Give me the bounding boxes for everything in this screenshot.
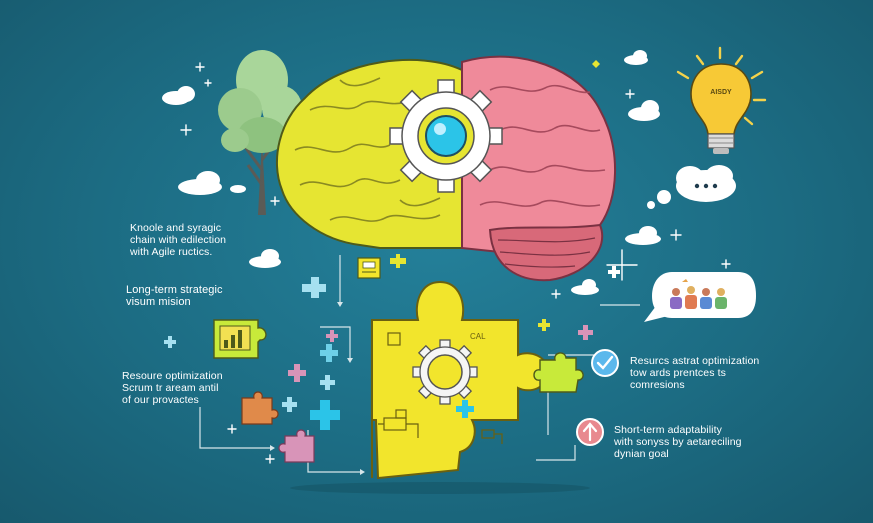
- puzzle-piece-main: [371, 280, 550, 480]
- gear-icon: [389, 79, 503, 193]
- lightbulb-text: AISDY: [710, 89, 732, 96]
- document-icon: [387, 332, 401, 346]
- thought-cloud-icon: [647, 165, 736, 209]
- gear-icon: [412, 339, 478, 405]
- puzzle-piece-small: [302, 277, 326, 298]
- label-long-term-vision: Long-term strategic visum mision: [126, 284, 223, 308]
- label-resource-strategy: Resurcs astrat optimization tow ards pre…: [630, 355, 759, 391]
- plus-shape-icons: [164, 266, 620, 430]
- label-line: Scrum tr aream antil: [122, 382, 219, 394]
- small-diagram-icon: [481, 429, 503, 444]
- cloud-icon: [625, 226, 661, 245]
- lightbulb-icon: [676, 46, 767, 154]
- label-line: visum mision: [126, 296, 191, 308]
- clipboard-icon: [357, 257, 381, 279]
- label-line: with sonyss by aetareciling: [614, 436, 742, 448]
- label-short-term-adaptability: Short-term adaptability with sonyss by a…: [614, 424, 742, 460]
- cloud-icon: [162, 86, 195, 105]
- label-line: chain with edilection: [130, 234, 227, 246]
- label-line: dynian goal: [614, 448, 669, 460]
- label-line: tow ards prentces ts: [630, 367, 726, 379]
- puzzle-piece-small: [241, 391, 279, 425]
- label-line: of our provactes: [122, 394, 199, 406]
- team-people-icon: [670, 279, 727, 309]
- label-knowledge-chain: Knoole and syragic chain with edilection…: [130, 222, 226, 258]
- tree-icon: [218, 50, 302, 215]
- label-line: Resoure optimization: [122, 370, 223, 382]
- puzzle-piece-small: [390, 254, 406, 268]
- label-resource-optimization: Resoure optimization Scrum tr aream anti…: [122, 370, 223, 406]
- label-line: Resurcs astrat optimization: [630, 355, 760, 367]
- cloud-icon: [571, 279, 599, 295]
- cloud-icon: [628, 100, 660, 121]
- label-line: Short-term adaptability: [614, 424, 722, 436]
- flowchart-icon: [378, 409, 419, 438]
- label-line: with Agile ructics.: [130, 246, 213, 258]
- cloud-icon: [624, 50, 648, 65]
- arrow-up-badge-icon: [576, 418, 604, 446]
- check-badge-icon: [591, 349, 619, 377]
- puzzle-tag-text: CAL: [470, 332, 486, 341]
- connector-lines: [199, 255, 640, 473]
- label-line: Long-term strategic: [126, 284, 223, 296]
- cloud-icon: [249, 249, 281, 268]
- cloud-icon: [178, 171, 246, 195]
- team-speech-bubble: [644, 272, 756, 322]
- label-line: comresions: [630, 379, 685, 391]
- brain-illustration: [275, 55, 616, 282]
- puzzle-piece-small: [278, 429, 315, 463]
- chart-icon: [213, 319, 267, 359]
- label-line: Knoole and syragic: [130, 222, 222, 234]
- puzzle-piece-small: [533, 352, 584, 393]
- sparkle-icons: [180, 62, 731, 464]
